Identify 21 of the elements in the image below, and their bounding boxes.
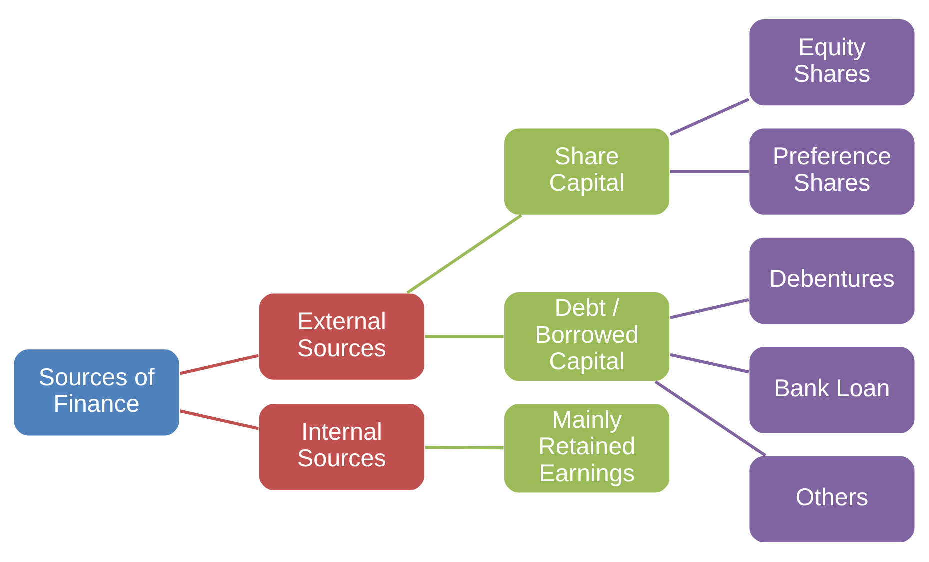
connector bbox=[406, 214, 522, 294]
node-box: Debt / Borrowed Capital bbox=[503, 291, 671, 382]
node-box: External Sources bbox=[258, 292, 426, 382]
node-box: Sources of Finance bbox=[13, 348, 180, 437]
node-box: Mainly Retained Earnings bbox=[503, 402, 671, 494]
connector bbox=[670, 170, 749, 174]
node-box: Equity Shares bbox=[748, 18, 916, 107]
connector bbox=[670, 298, 750, 320]
connector bbox=[425, 335, 504, 338]
connector bbox=[180, 354, 259, 376]
connector bbox=[180, 410, 259, 430]
node-box: Others bbox=[748, 455, 916, 544]
connector bbox=[425, 446, 504, 450]
node-box: Preference Shares bbox=[748, 127, 916, 216]
node-box: Internal Sources bbox=[258, 402, 426, 492]
node-box: Share Capital bbox=[503, 127, 671, 216]
connector bbox=[654, 380, 767, 457]
connector bbox=[670, 353, 750, 374]
node-box: Debentures bbox=[748, 236, 916, 326]
connector bbox=[670, 98, 750, 136]
node-box: Bank Loan bbox=[748, 346, 916, 435]
